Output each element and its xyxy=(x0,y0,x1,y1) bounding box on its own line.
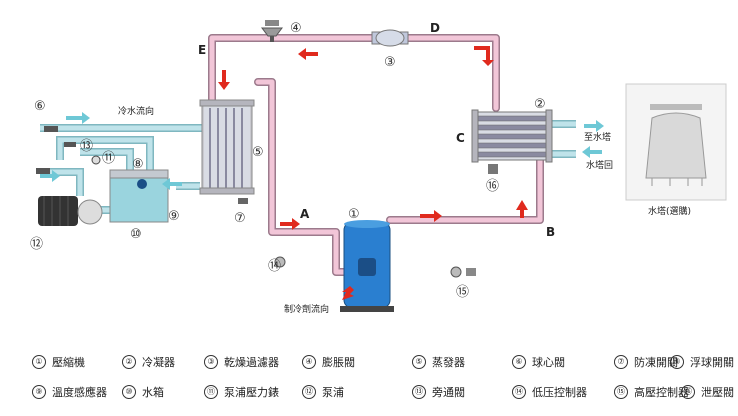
refrigerant-arrow-compressor xyxy=(342,286,354,300)
num-ball-valve: ⑥ xyxy=(34,99,46,114)
num-filter-drier: ③ xyxy=(384,55,396,70)
num-freeze-switch: ⑦ xyxy=(234,211,246,226)
num-expansion-valve: ④ xyxy=(290,21,302,36)
refrigerant-flow-label: 制冷劑流向 xyxy=(284,303,329,315)
cooling-tower xyxy=(625,83,727,201)
water-tank xyxy=(109,169,169,223)
num-pump: ⑫ xyxy=(30,237,43,252)
num-condenser: ② xyxy=(534,97,546,112)
refrigerant-arrow-e xyxy=(218,70,230,90)
num-temp-sensor: ⑨ xyxy=(168,209,180,224)
tower-return-arrow xyxy=(582,146,602,158)
num-water-tank: ⑩ xyxy=(130,227,142,242)
tower-caption: 水塔(選購) xyxy=(648,205,691,217)
refrigerant-arrows xyxy=(218,46,528,300)
label-a: A xyxy=(300,207,310,221)
water-arrow-in xyxy=(40,170,60,182)
refrigerant-arrow-a xyxy=(280,218,300,230)
refrigerant-arrow-right xyxy=(420,210,442,222)
num-evaporator: ⑤ xyxy=(252,145,264,160)
num-bypass-valve: ⑬ xyxy=(80,139,93,154)
num-pump-gauge: ⑪ xyxy=(102,151,115,166)
label-b: B xyxy=(546,225,555,239)
label-e: E xyxy=(198,43,206,57)
bypass-valve xyxy=(64,142,76,147)
to-tower-label: 至水塔 xyxy=(584,131,611,143)
num-high-pressure: ⑮ xyxy=(456,285,469,300)
tower-return-label: 水塔回 xyxy=(586,159,613,171)
water-flow-arrow xyxy=(66,112,90,124)
pump-pressure-gauge xyxy=(91,155,101,165)
water-arrow-left xyxy=(162,178,182,190)
compressor xyxy=(340,220,394,312)
label-d: D xyxy=(430,21,440,35)
num-relief-valve: ⑯ xyxy=(486,179,499,194)
high-pressure-switch xyxy=(466,268,476,276)
pressure-relief-valve xyxy=(488,164,498,174)
high-pressure-controller-gauge xyxy=(450,266,462,278)
refrigerant-arrow-up xyxy=(516,200,528,218)
condenser xyxy=(471,109,553,163)
expansion-valve xyxy=(261,20,283,42)
water-pipes xyxy=(40,120,576,214)
pump xyxy=(38,196,103,226)
to-tower-arrow xyxy=(584,120,604,132)
label-c: C xyxy=(456,131,465,145)
components-small xyxy=(36,126,498,278)
num-low-pressure: ⑭ xyxy=(268,259,281,274)
num-float-switch: ⑧ xyxy=(132,157,144,172)
refrigerant-arrow-corner-d xyxy=(474,46,494,66)
filter-drier xyxy=(371,29,409,47)
ball-valve-bottom xyxy=(36,168,50,174)
chilled-water-flow-label: 冷水流向 xyxy=(118,105,154,117)
freeze-protection-switch xyxy=(238,198,248,204)
ball-valve-top xyxy=(44,126,58,132)
refrigerant-pipe xyxy=(208,34,544,276)
low-pressure-controller-gauge xyxy=(274,256,286,268)
num-compressor: ① xyxy=(348,207,360,222)
water-arrows xyxy=(40,112,604,190)
evaporator xyxy=(199,99,255,195)
refrigerant-arrow-left xyxy=(298,48,318,60)
